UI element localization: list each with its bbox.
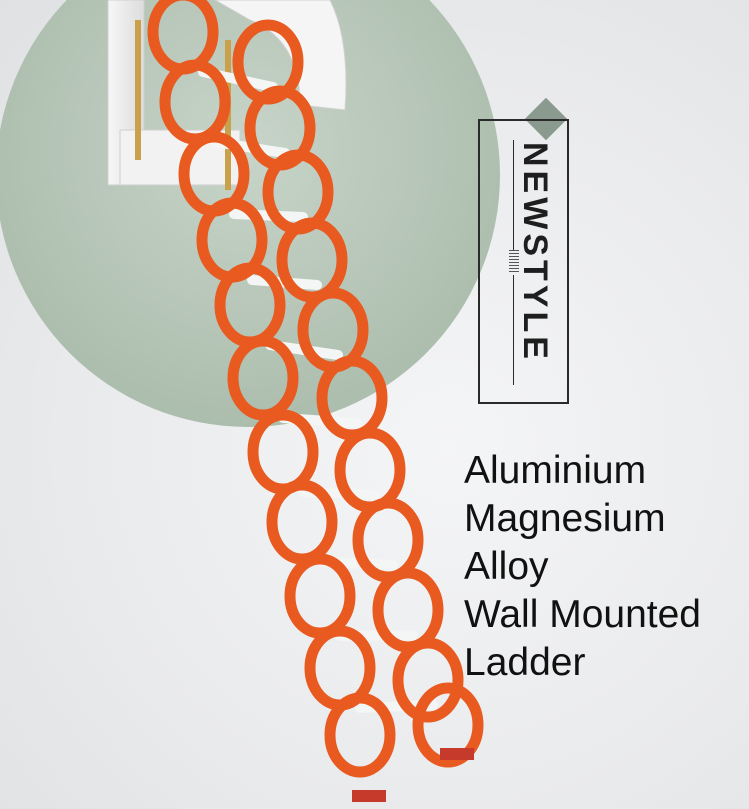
caption-line: Wall Mounted [464, 593, 701, 636]
ladder-foot [440, 748, 474, 760]
ladder-link [227, 335, 299, 421]
badge-ornament [509, 250, 519, 274]
scissor-ladder [147, 0, 484, 802]
caption-line: Alloy [464, 545, 549, 588]
wall-bracket [107, 0, 347, 190]
badge-divider [513, 140, 514, 250]
ladder-link [392, 637, 464, 723]
product-caption: Aluminium Magnesium Alloy Wall Mounted L… [464, 447, 749, 687]
ladder-link [412, 682, 484, 768]
ladder-link [247, 409, 319, 495]
ladder-link [266, 479, 338, 565]
caption-line: Magnesium [464, 497, 666, 540]
ladder-link [284, 553, 356, 639]
caption-line: Ladder [464, 641, 586, 684]
newstyle-badge [478, 119, 569, 404]
badge-divider [513, 275, 514, 385]
caption-line: Aluminium [464, 449, 647, 492]
ladder-link [324, 692, 396, 778]
ladder-foot [352, 790, 386, 802]
badge-text: NEWSTYLE [516, 142, 554, 363]
